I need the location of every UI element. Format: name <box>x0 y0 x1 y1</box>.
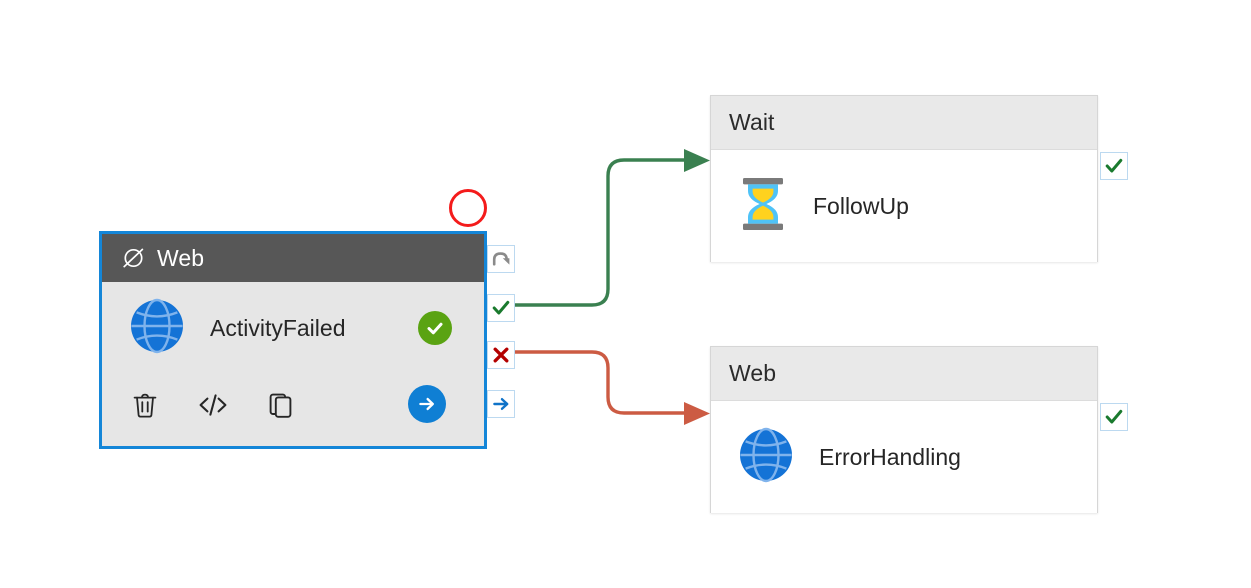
card-header: Web <box>711 347 1097 401</box>
annotation-circle <box>449 189 487 227</box>
arrow-right-icon <box>493 397 509 411</box>
cross-icon <box>493 347 509 363</box>
connector-success <box>513 158 684 307</box>
card-body: ErrorHandling <box>711 401 1097 513</box>
arrowhead-error <box>684 402 710 425</box>
connector-error <box>513 350 684 415</box>
port-success[interactable] <box>487 294 515 322</box>
card-header: Wait <box>711 96 1097 150</box>
card-body-label: ActivityFailed <box>210 314 346 341</box>
copy-icon[interactable] <box>264 388 298 422</box>
card-body-label: ErrorHandling <box>819 443 961 470</box>
port-next[interactable] <box>487 390 515 418</box>
retry-arrow-icon <box>492 252 510 266</box>
card-body: ActivityFailed <box>102 282 484 374</box>
port-retry[interactable] <box>487 245 515 273</box>
node-card-web-activityfailed[interactable]: Web ActivityFailed <box>99 231 515 449</box>
port-error[interactable] <box>487 341 515 369</box>
status-badge-success <box>418 311 452 345</box>
trash-icon[interactable] <box>128 388 162 422</box>
card-header: Web <box>102 234 484 282</box>
node-card-wait-followup[interactable]: Wait FollowUp <box>710 95 1128 262</box>
node-card-web-errorhandling[interactable]: Web ErrorHandling <box>710 346 1128 513</box>
hourglass-icon <box>737 175 789 238</box>
globe-icon <box>737 426 795 489</box>
card-body-label: FollowUp <box>813 192 909 219</box>
card-body: FollowUp <box>711 150 1097 262</box>
card-header-title: Web <box>157 244 205 271</box>
arrow-right-circle-icon[interactable] <box>408 385 446 423</box>
check-icon <box>1105 158 1123 173</box>
card-header-title: Web <box>729 360 777 386</box>
code-brackets-icon[interactable] <box>196 388 230 422</box>
globe-icon <box>128 297 186 360</box>
card-toolbar <box>102 374 484 436</box>
check-icon <box>492 300 510 315</box>
card-header-title: Wait <box>729 109 775 135</box>
arrowhead-success <box>684 149 710 172</box>
check-icon <box>1105 409 1123 424</box>
port-success[interactable] <box>1100 152 1128 180</box>
port-success[interactable] <box>1100 403 1128 431</box>
disabled-circle-slash-icon <box>120 245 146 271</box>
